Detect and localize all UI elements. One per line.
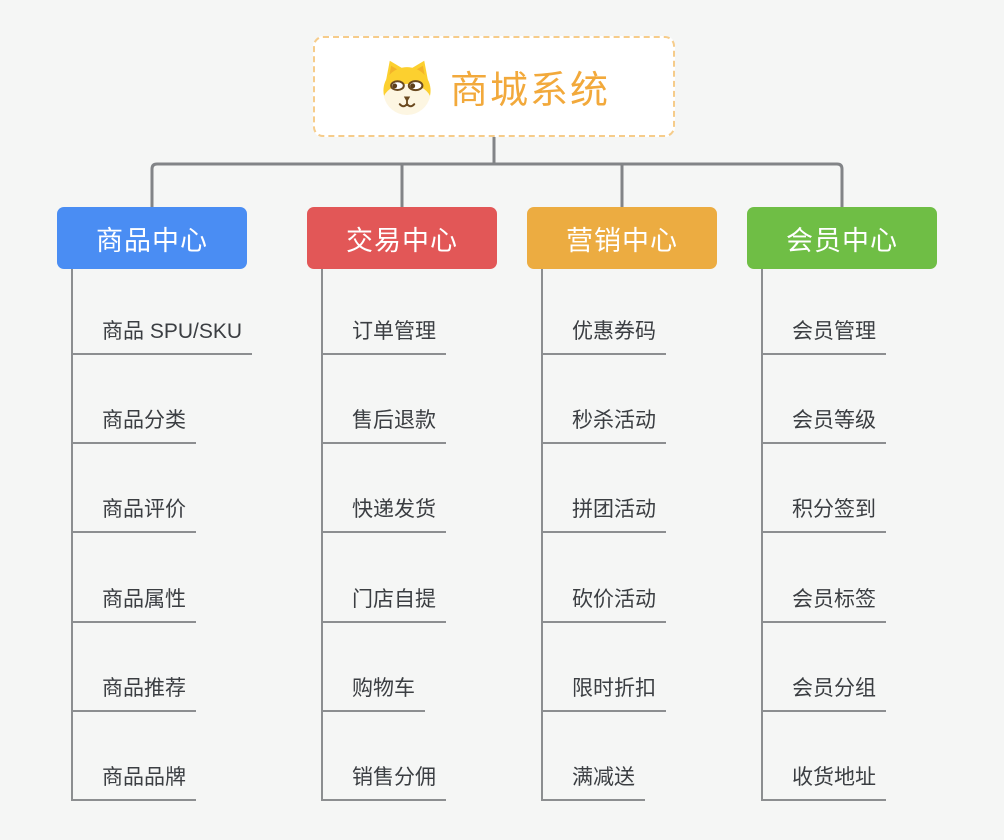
branch-node[interactable]: 会员中心 [747, 207, 937, 269]
child-node[interactable]: 订单管理 [322, 317, 446, 355]
child-node[interactable]: 优惠券码 [542, 317, 666, 355]
dog-face-icon [383, 60, 431, 115]
child-node[interactable]: 限时折扣 [542, 674, 666, 712]
branch-node[interactable]: 商品中心 [57, 207, 247, 269]
child-node[interactable]: 商品评价 [72, 495, 196, 533]
root-node[interactable]: 商城系统 [313, 36, 675, 137]
root-title: 商城系统 [449, 70, 610, 112]
child-node[interactable]: 会员标签 [762, 585, 886, 623]
branch-trunk-line [71, 269, 73, 801]
child-node[interactable]: 会员管理 [762, 317, 886, 355]
branch-node[interactable]: 营销中心 [527, 207, 717, 269]
child-node[interactable]: 购物车 [322, 674, 425, 712]
child-node[interactable]: 商品属性 [72, 585, 196, 623]
child-node[interactable]: 积分签到 [762, 495, 886, 533]
child-node[interactable]: 拼团活动 [542, 495, 666, 533]
child-node[interactable]: 会员分组 [762, 674, 886, 712]
child-node[interactable]: 收货地址 [762, 763, 886, 801]
child-node[interactable]: 快递发货 [322, 495, 446, 533]
branch-trunk-line [321, 269, 323, 801]
child-node[interactable]: 门店自提 [322, 585, 446, 623]
child-node[interactable]: 商品分类 [72, 406, 196, 444]
branch-trunk-line [761, 269, 763, 801]
child-node[interactable]: 满减送 [542, 763, 645, 801]
child-node[interactable]: 商品 SPU/SKU [72, 317, 253, 355]
branch-node[interactable]: 交易中心 [307, 207, 497, 269]
child-node[interactable]: 砍价活动 [542, 585, 666, 623]
child-node[interactable]: 销售分佣 [322, 763, 446, 801]
branch-trunk-line [541, 269, 543, 801]
child-node[interactable]: 商品推荐 [72, 674, 196, 712]
child-node[interactable]: 售后退款 [322, 406, 446, 444]
child-node[interactable]: 商品品牌 [72, 763, 196, 801]
child-node[interactable]: 秒杀活动 [542, 406, 666, 444]
child-node[interactable]: 会员等级 [762, 406, 886, 444]
